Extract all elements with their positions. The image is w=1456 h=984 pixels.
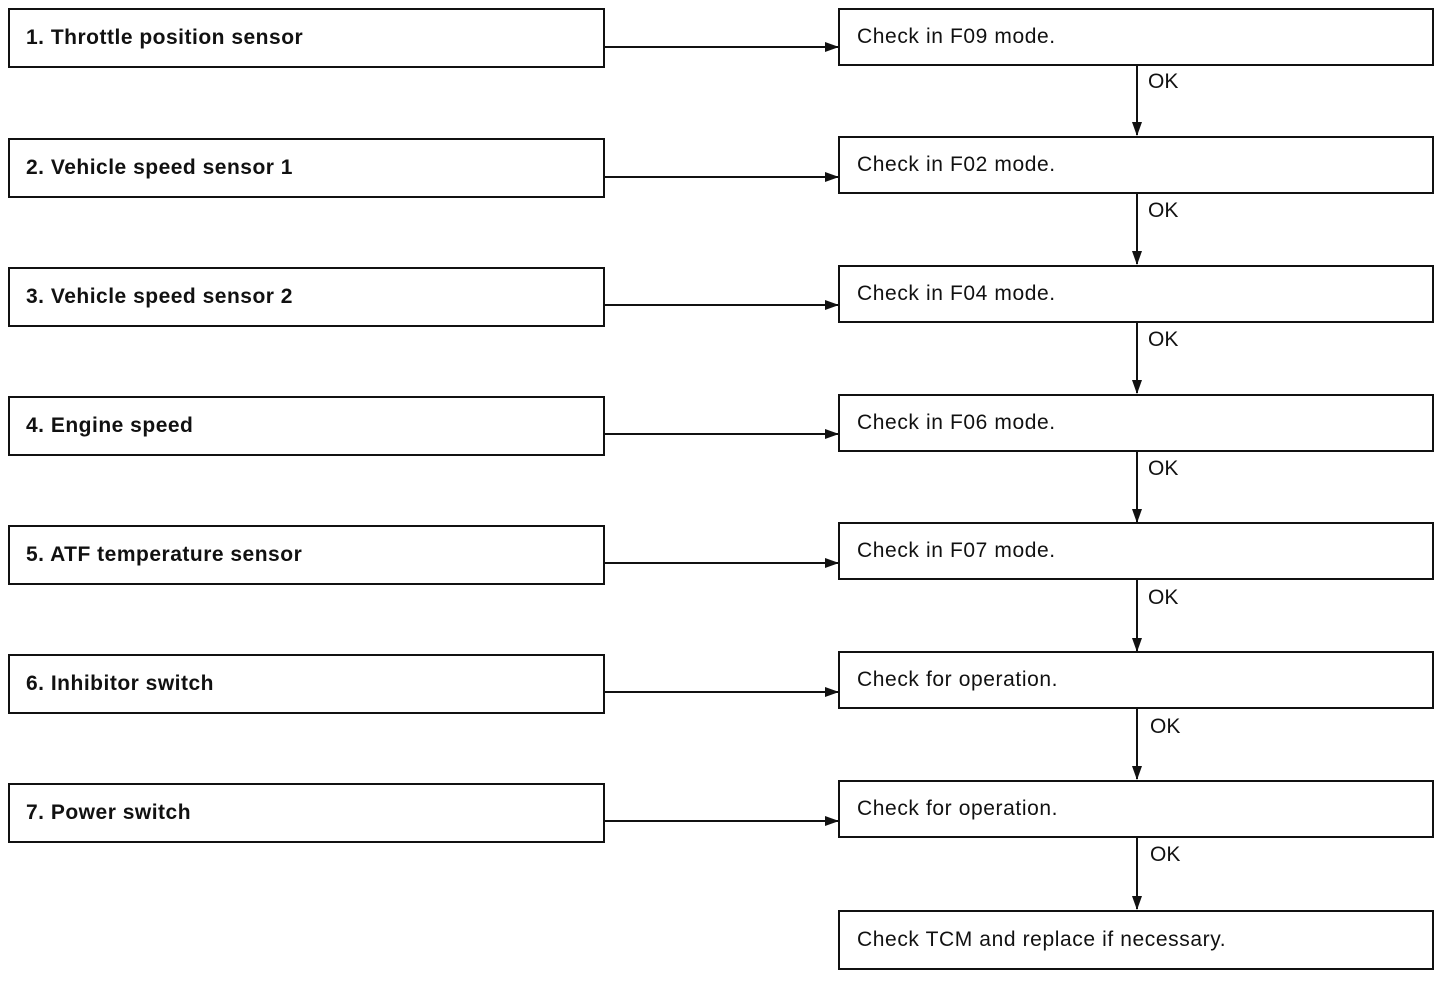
ok-label-1: OK [1148, 70, 1179, 93]
check-label: Check for operation. [857, 797, 1059, 820]
ok-label-2: OK [1148, 199, 1179, 222]
sensor-label: 1. Throttle position sensor [26, 26, 304, 49]
check-box-5: Check in F07 mode. [838, 522, 1434, 580]
sensor-box-2: 2. Vehicle speed sensor 1 [8, 138, 605, 198]
check-label: Check in F02 mode. [857, 153, 1056, 176]
check-label: Check in F04 mode. [857, 282, 1056, 305]
check-box-2: Check in F02 mode. [838, 136, 1434, 194]
sensor-label: 6. Inhibitor switch [26, 672, 215, 695]
ok-label-6: OK [1150, 715, 1181, 738]
sensor-box-6: 6. Inhibitor switch [8, 654, 605, 714]
sensor-box-7: 7. Power switch [8, 783, 605, 843]
check-box-6: Check for operation. [838, 651, 1434, 709]
check-box-4: Check in F06 mode. [838, 394, 1434, 452]
sensor-box-1: 1. Throttle position sensor [8, 8, 605, 68]
check-label: Check in F09 mode. [857, 25, 1056, 48]
sensor-label: 4. Engine speed [26, 414, 194, 437]
ok-label-5: OK [1148, 586, 1179, 609]
check-label: Check TCM and replace if necessary. [857, 928, 1227, 951]
sensor-label: 7. Power switch [26, 801, 192, 824]
sensor-label: 2. Vehicle speed sensor 1 [26, 156, 293, 179]
check-label: Check for operation. [857, 668, 1059, 691]
ok-label-7: OK [1150, 843, 1181, 866]
check-box-3: Check in F04 mode. [838, 265, 1434, 323]
sensor-box-3: 3. Vehicle speed sensor 2 [8, 267, 605, 327]
check-box-1: Check in F09 mode. [838, 8, 1434, 66]
check-label: Check in F06 mode. [857, 411, 1056, 434]
sensor-label: 5. ATF temperature sensor [26, 543, 303, 566]
check-box-final: Check TCM and replace if necessary. [838, 910, 1434, 970]
sensor-label: 3. Vehicle speed sensor 2 [26, 285, 293, 308]
ok-label-4: OK [1148, 457, 1179, 480]
ok-label-3: OK [1148, 328, 1179, 351]
check-label: Check in F07 mode. [857, 539, 1056, 562]
sensor-box-5: 5. ATF temperature sensor [8, 525, 605, 585]
sensor-box-4: 4. Engine speed [8, 396, 605, 456]
check-box-7: Check for operation. [838, 780, 1434, 838]
